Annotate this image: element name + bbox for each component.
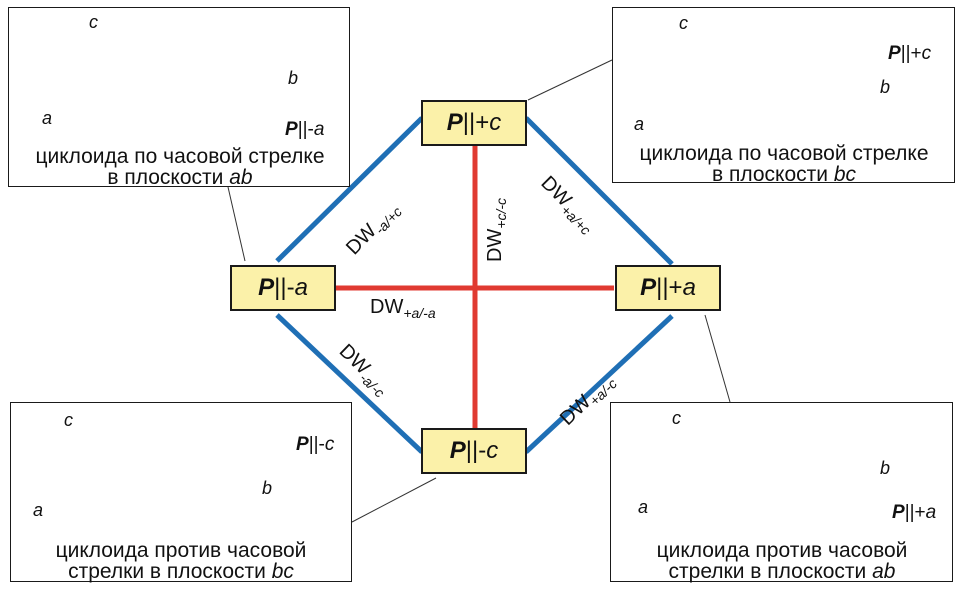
p-label: P||+a (892, 502, 937, 523)
axis-label-c: c (89, 12, 98, 32)
connector-top-left (227, 186, 246, 262)
panel-caption: циклоида против часовой стрелки в плоско… (55, 539, 307, 583)
panel-caption: циклоида по часовой стрелке в плоскости … (35, 145, 325, 189)
axis-label-b: b (288, 68, 299, 88)
edge-label-horizontal: DW+a/-a (370, 296, 436, 321)
edge-bottom-left (275, 313, 424, 454)
axis-label-a: a (638, 497, 649, 517)
axis-label-c: c (64, 410, 73, 430)
panel-caption: циклоида по часовой стрелке в плоскости … (639, 142, 929, 186)
axis-label-c: c (672, 408, 681, 428)
axis-label-a: a (634, 114, 645, 134)
axis-label-c: c (679, 13, 688, 33)
p-label: P||+c (888, 43, 932, 64)
node-p-minus-a: P||-a (230, 265, 336, 311)
node-p-plus-c: P||+c (421, 100, 527, 146)
panel-top-left (8, 7, 350, 187)
panel-caption: циклоида против часовой стрелки в плоско… (656, 539, 908, 583)
axis-label-b: b (262, 478, 273, 498)
panel-bottom-left (10, 402, 352, 582)
node-p-minus-c: P||-c (421, 428, 527, 474)
axis-label-b: b (880, 77, 891, 97)
edge-top-left (275, 116, 424, 263)
connector-top-right (527, 59, 613, 101)
panel-bottom-right (610, 402, 953, 582)
p-label: P||-c (296, 434, 335, 455)
edge-bottom-right (524, 314, 674, 454)
axis-label-a: a (42, 108, 53, 128)
connector-bottom-right (704, 314, 731, 403)
edge-top-right (524, 116, 674, 266)
axis-label-b: b (880, 458, 891, 478)
edge-label-vertical: DW+c/-c (484, 197, 509, 262)
node-p-plus-a: P||+a (615, 265, 721, 311)
axis-label-a: a (33, 500, 44, 520)
p-label: P||-a (285, 119, 325, 140)
connector-bottom-left (351, 477, 437, 523)
panel-top-right (612, 7, 955, 183)
